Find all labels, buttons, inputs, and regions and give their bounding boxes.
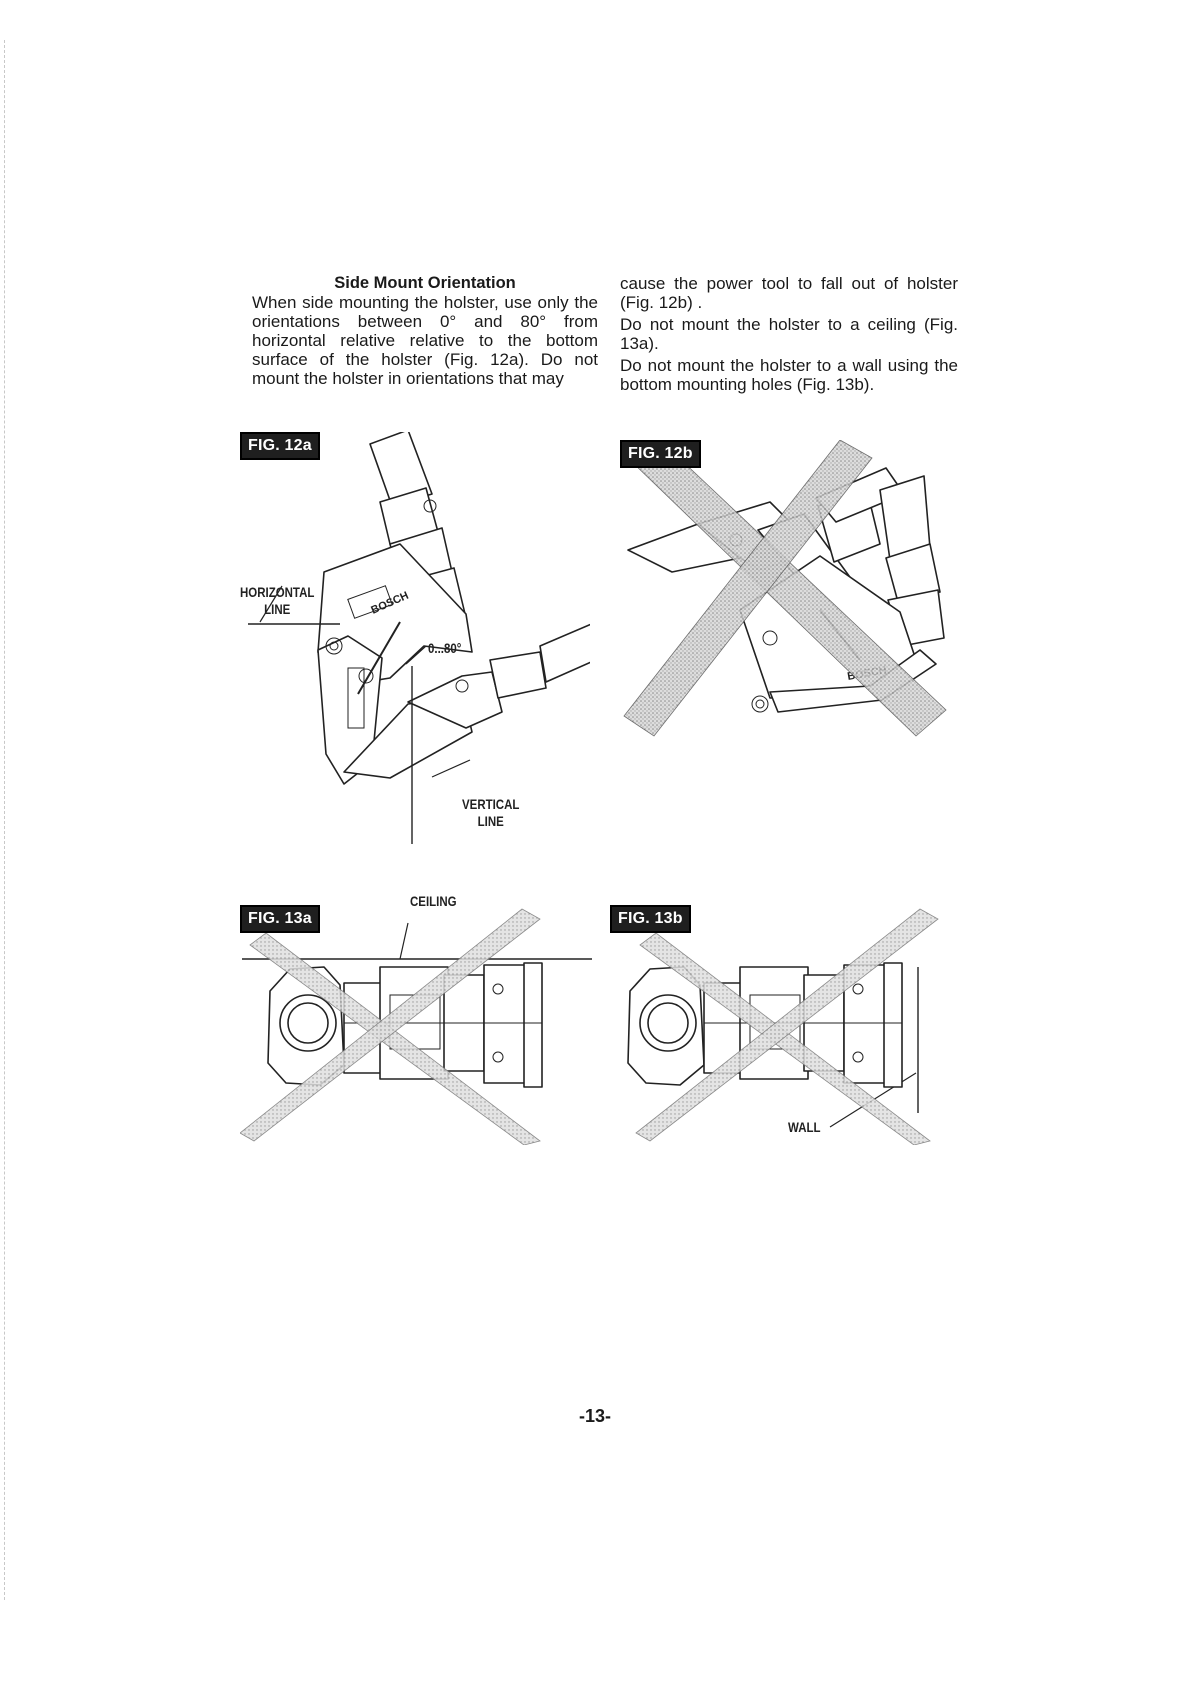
page-number: -13- xyxy=(578,1406,611,1426)
figure-12b: BOSCH FIG. 12b xyxy=(620,440,970,760)
fig-13b-tag: FIG. 13b xyxy=(610,905,691,933)
holster-drawing-13b xyxy=(627,908,939,1145)
vertical-line-label: VERTICAL LINE xyxy=(462,796,520,829)
holster-drawing-13a xyxy=(240,908,592,1145)
fig-12a-tag: FIG. 12a xyxy=(240,432,320,460)
fig-13a-tag: FIG. 13a xyxy=(240,905,320,933)
text-column-left: Side Mount Orientation When side mountin… xyxy=(252,274,598,388)
right-paragraph-2: Do not mount the holster to a ceiling (F… xyxy=(620,315,958,353)
horizontal-line-label: HORIZONTAL LINE xyxy=(240,584,315,617)
scan-edge xyxy=(4,40,6,1600)
holster-drawing-12b: BOSCH xyxy=(623,440,947,737)
angle-label: 0...80° xyxy=(428,640,462,656)
text-column-right: cause the power tool to fall out of hols… xyxy=(620,274,958,394)
wall-label: WALL xyxy=(788,1119,821,1135)
figure-12a: BOSCH FIG. 12a HORIZONTAL LINE 0...80° V… xyxy=(240,432,590,852)
left-paragraph: When side mounting the holster, use only… xyxy=(252,293,598,388)
right-paragraph-1: cause the power tool to fall out of hols… xyxy=(620,274,958,312)
figure-13b: FIG. 13b WALL xyxy=(610,905,970,1145)
right-paragraph-3: Do not mount the holster to a wall using… xyxy=(620,356,958,394)
holster-drawing-12a: BOSCH xyxy=(248,432,590,844)
fig-12b-tag: FIG. 12b xyxy=(620,440,701,468)
section-heading: Side Mount Orientation xyxy=(334,274,516,292)
figure-13a: FIG. 13a CEILING xyxy=(240,893,595,1145)
ceiling-label: CEILING xyxy=(410,893,457,909)
